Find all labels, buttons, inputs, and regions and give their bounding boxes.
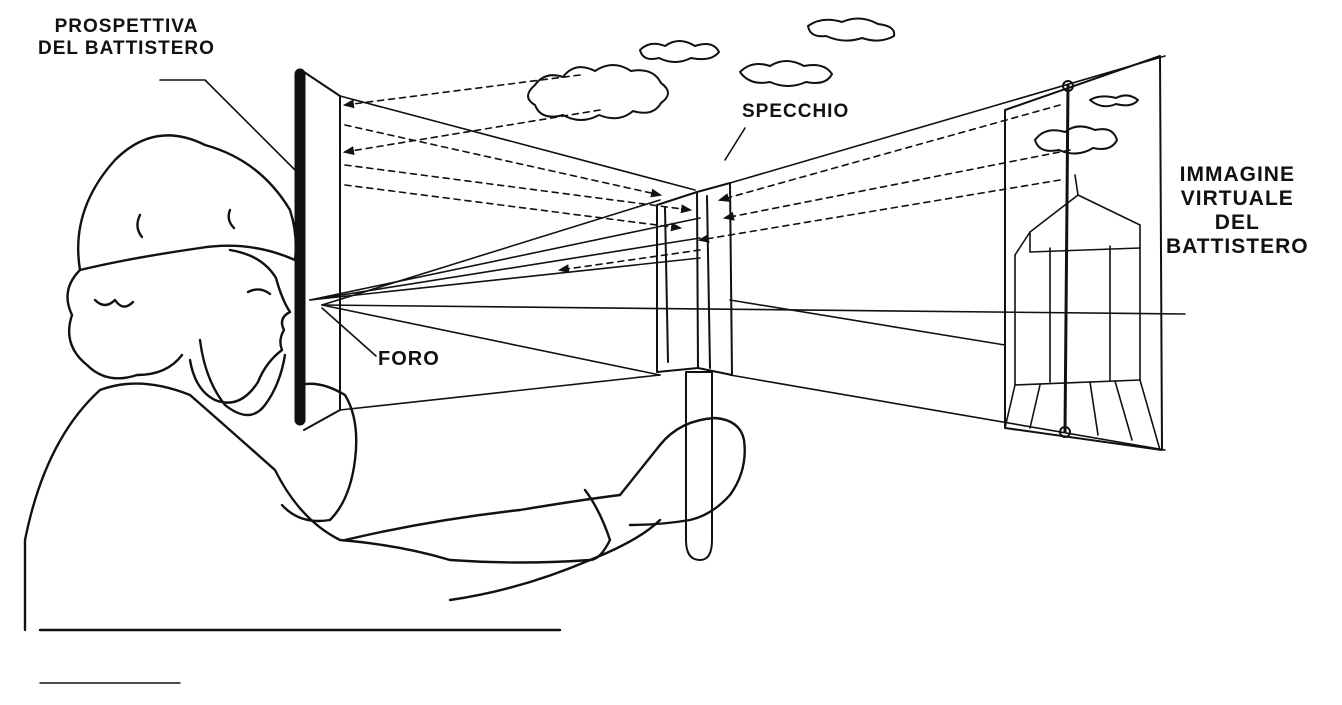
cloud-3: [739, 60, 833, 87]
reflected-rays: [342, 74, 1071, 274]
cloud-group: [527, 17, 1139, 155]
cloud-5: [1034, 125, 1118, 155]
label-foro: FORO: [378, 348, 440, 370]
cloud-1: [527, 64, 669, 121]
cap: [76, 134, 298, 272]
right-arm: [343, 493, 622, 602]
baptistery-drawing: [1004, 174, 1161, 451]
label-leaders: [159, 79, 746, 357]
left-hand: [280, 382, 358, 523]
cloud-2: [639, 40, 720, 63]
label-specchio: SPECCHIO: [742, 101, 850, 122]
beard: [198, 338, 287, 417]
cuff: [583, 488, 612, 562]
right-hand: [618, 416, 746, 527]
label-immagine-line-1: IMMAGINE: [1179, 163, 1295, 186]
label-prospettiva-line-1: PROSPETTIVA: [54, 16, 199, 37]
face: [188, 248, 292, 404]
label-prospettiva-del-battistero: PROSPETTIVA DEL BATTISTERO: [38, 16, 215, 60]
sight-lines: [309, 55, 1186, 451]
person-figure: [23, 134, 746, 632]
label-prospettiva-line-2: DEL BATTISTERO: [38, 37, 215, 59]
label-immagine-line-3: DEL: [1214, 211, 1260, 235]
virtual-image-panel: [1004, 55, 1163, 451]
hair: [66, 268, 184, 380]
cloud-4: [807, 17, 896, 42]
mirror: [656, 182, 733, 561]
perspective-panel: [294, 68, 341, 431]
label-immagine-line-4: BATTISTERO: [1166, 235, 1309, 259]
mirror-handle: [685, 371, 713, 561]
cloud-6: [1089, 94, 1139, 108]
cloak: [23, 382, 662, 632]
label-immagine-virtuale: IMMAGINE VIRTUALE DEL BATTISTERO: [1166, 163, 1309, 260]
label-immagine-line-2: VIRTUALE: [1180, 187, 1294, 211]
